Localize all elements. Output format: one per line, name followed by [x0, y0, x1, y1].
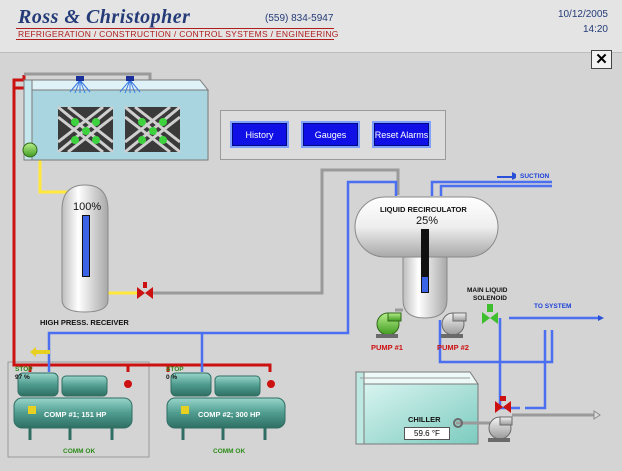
chiller-label: CHILLER	[408, 415, 441, 424]
reset-alarms-button[interactable]: Reset Alarms	[372, 121, 431, 148]
header-rule-bottom	[16, 39, 334, 40]
recirculator-label: LIQUID RECIRCULATOR	[380, 205, 467, 214]
solenoid-label-2: SOLENOID	[473, 295, 507, 302]
recirculator-level: 25%	[416, 215, 439, 227]
pump-2	[441, 312, 467, 338]
comp-2-comm: COMM OK	[213, 448, 246, 455]
comp-2-load: 0 %	[166, 374, 178, 381]
high-pressure-receiver	[61, 184, 109, 313]
chiller-temp-unit: °F	[431, 429, 440, 438]
pump-2-label: PUMP #2	[437, 343, 469, 352]
compressor-1-body	[13, 372, 133, 440]
main-liquid-solenoid	[482, 304, 498, 324]
fan-1	[57, 105, 114, 154]
evap-condenser	[22, 76, 210, 161]
compressor-2-body	[166, 372, 286, 440]
suction-label: SUCTION	[520, 173, 550, 180]
current-time: 14:20	[582, 24, 608, 35]
to-system-label: TO SYSTEM	[534, 303, 572, 310]
to-system-arrow	[598, 315, 604, 321]
header-bar: Ross & Christopher (559) 834-5947 REFRIG…	[0, 0, 622, 53]
receiver-label: HIGH PRESS. RECEIVER	[40, 318, 129, 327]
compressor-room	[7, 361, 150, 458]
phone-number: (559) 834-5947	[265, 13, 334, 24]
current-date: 10/12/2005	[557, 9, 608, 20]
hot-gas-line	[12, 75, 272, 372]
company-tagline: REFRIGERATION / CONSTRUCTION / CONTROL S…	[18, 29, 339, 39]
comp-1-name: COMP #1; 151 HP	[44, 410, 107, 419]
company-name: Ross & Christopher	[18, 6, 191, 28]
comp-1-load: 97 %	[15, 374, 30, 381]
comp-2-status: STOP	[166, 366, 184, 373]
liquid-recirculator	[354, 196, 499, 319]
chiller-pump	[453, 416, 513, 442]
chiller-temp-value: 59.6	[414, 429, 430, 438]
receiver-level: 100%	[73, 201, 102, 213]
chiller-valve	[495, 396, 511, 413]
chiller-temp-readout: 59.6 °F	[404, 427, 450, 440]
comp-2-name: COMP #2; 300 HP	[198, 410, 261, 419]
pump-1-label: PUMP #1	[371, 343, 403, 352]
receiver-valve	[137, 282, 153, 299]
history-button[interactable]: History	[230, 121, 289, 148]
solenoid-label-1: MAIN LIQUID	[467, 287, 508, 294]
header-rule-top	[16, 28, 334, 29]
return-arrow	[30, 347, 50, 357]
close-button[interactable]: ✕	[591, 50, 612, 69]
gray-top-line	[24, 72, 152, 80]
gauges-button[interactable]: Gauges	[301, 121, 360, 148]
comp-1-comm: COMM OK	[63, 448, 96, 455]
fan-2	[124, 105, 181, 154]
comp-1-status: STOP	[15, 366, 33, 373]
pump-1	[376, 308, 403, 338]
suction-line	[47, 180, 600, 410]
